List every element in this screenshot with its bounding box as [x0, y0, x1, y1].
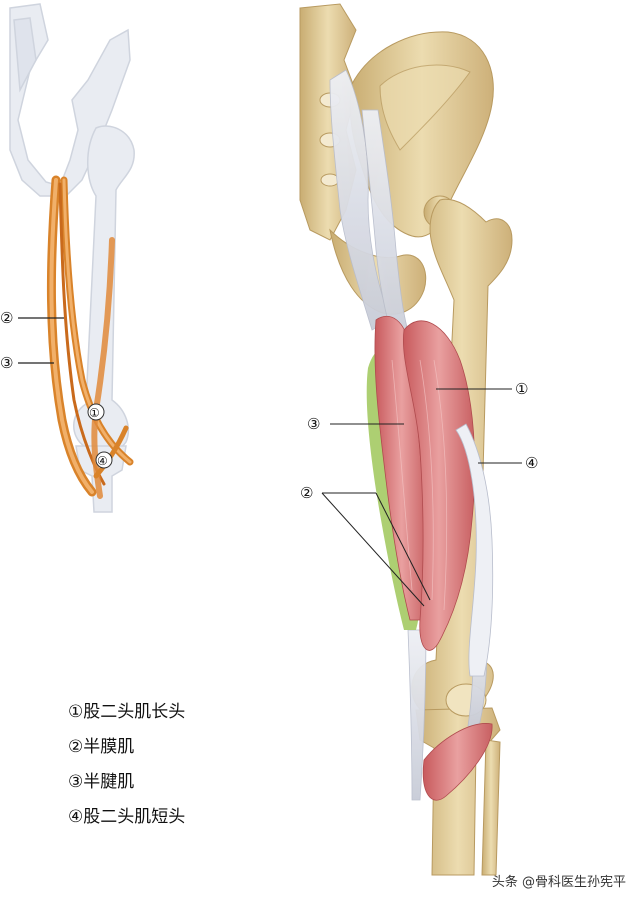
sketch-label-3: ③: [0, 354, 13, 372]
callout-label-2: ②: [300, 484, 313, 502]
sketch-label-2: ②: [0, 309, 13, 327]
realistic-callout-lines: [321, 388, 522, 607]
sketch-diagram: ② ③ ① ④: [0, 3, 135, 513]
hamstring-tendons: [329, 69, 488, 801]
callout-label-1: ①: [515, 380, 528, 398]
sketch-femur: [73, 125, 135, 454]
sketch-label-1: ①: [89, 406, 100, 420]
legend-item-biceps-long: ①股二头肌长头: [68, 702, 186, 722]
biceps-femoris-short-head: [455, 423, 494, 677]
muscle-legend: ①股二头肌长头 ②半膜肌 ③半腱肌 ④股二头肌短头: [68, 700, 185, 840]
popliteus-muscle: [422, 723, 493, 801]
callout-label-3: ③: [307, 415, 320, 433]
biceps-femoris-long-head: [402, 320, 476, 651]
sketch-callout-lines: [18, 317, 64, 364]
legend-item-semitendinosus: ③半腱肌: [68, 772, 135, 792]
legend-item-semimembranosus: ②半膜肌: [68, 737, 135, 757]
sketch-label-4: ④: [97, 454, 108, 468]
striation-lines: [391, 359, 448, 611]
legend-item-biceps-short: ④股二头肌短头: [68, 807, 186, 827]
callout-label-4: ④: [525, 454, 538, 472]
watermark: 头条 @骨科医生孙宪平: [491, 875, 626, 890]
sketch-marker-1: [87, 403, 105, 421]
realistic-diagram: ① ③ ④ ②: [299, 3, 538, 876]
sketch-muscles: [46, 175, 134, 499]
sketch-marker-4: [95, 451, 113, 469]
